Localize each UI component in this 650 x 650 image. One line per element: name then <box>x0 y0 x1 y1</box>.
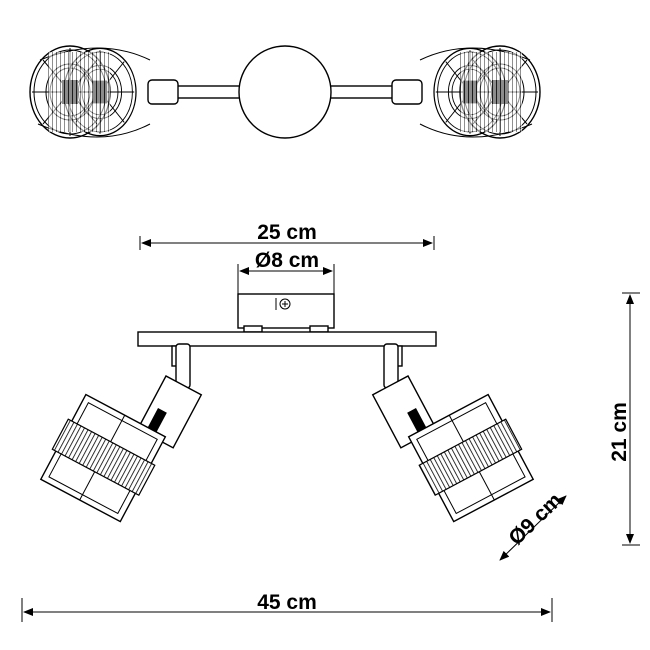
shade-diameter-label: Ø9 cm <box>504 489 566 550</box>
bar-length-label: 25 cm <box>257 221 317 244</box>
dimension-shade-diameter: Ø9 cm <box>499 489 567 561</box>
total-width-label: 45 cm <box>257 591 317 614</box>
top-view <box>29 45 541 139</box>
height-label: 21 cm <box>608 402 631 462</box>
front-view-bar <box>137 331 437 347</box>
dimension-bar-length: 25 cm <box>139 221 435 250</box>
dimension-height: 21 cm <box>608 292 640 546</box>
front-view <box>39 293 535 523</box>
top-view-left-shade <box>29 45 179 139</box>
canopy-diameter-label: Ø8 cm <box>255 249 319 272</box>
front-view-left-spot <box>39 343 203 523</box>
front-view-canopy <box>237 293 335 329</box>
dimension-total-width: 45 cm <box>21 591 553 622</box>
dimension-canopy-diameter: Ø8 cm <box>237 249 335 294</box>
front-view-right-spot <box>371 343 535 523</box>
top-view-right-shade <box>391 45 541 139</box>
top-view-canopy <box>238 45 332 139</box>
